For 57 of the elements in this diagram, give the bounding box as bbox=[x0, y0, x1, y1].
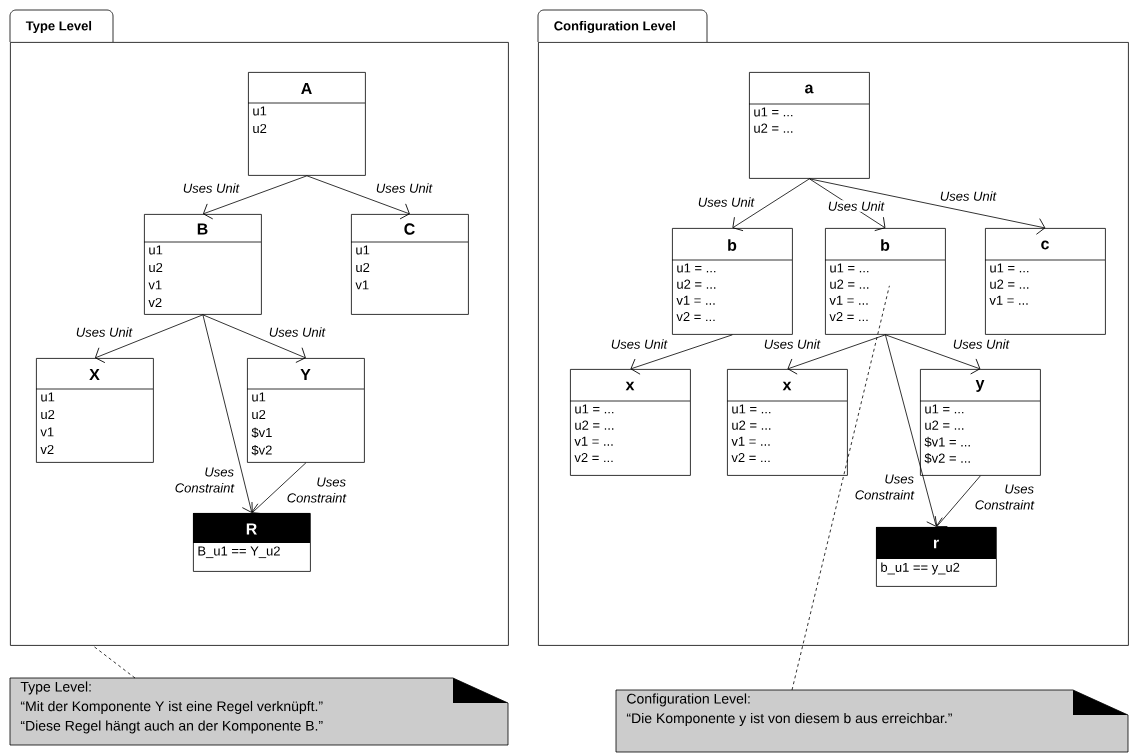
attribute-text: v2 = ... bbox=[829, 312, 868, 322]
arrow bbox=[809, 178, 1046, 235]
attribute-text: u2 = ... bbox=[732, 420, 771, 430]
leader-line bbox=[92, 645, 136, 679]
arrow bbox=[732, 178, 810, 232]
attribute-text: v1 = ... bbox=[731, 436, 770, 446]
frame-title: Type Level bbox=[25, 20, 92, 34]
edge-label: Uses Unit bbox=[762, 338, 822, 350]
class-name: x bbox=[625, 381, 635, 391]
attribute-text: u1 = ... bbox=[575, 404, 614, 414]
edge-label: Uses Constraint bbox=[855, 474, 915, 500]
attribute-text: v2 = ... bbox=[574, 453, 613, 463]
note-text: “Die Komponente y ist von diesem b aus erreichbar.” bbox=[626, 712, 952, 726]
note-text: Type Level: bbox=[20, 681, 91, 695]
attribute-text: $v2 = ... bbox=[924, 453, 970, 464]
attribute-text: u2 = ... bbox=[575, 420, 614, 430]
attribute-text: u1 = ... bbox=[754, 107, 793, 117]
attribute-text: v2 = ... bbox=[731, 453, 770, 463]
arrow bbox=[630, 334, 733, 375]
attribute-text: u1 = ... bbox=[830, 263, 869, 273]
attribute-text: u1 = ... bbox=[732, 404, 771, 414]
attribute-text: v1 = ... bbox=[989, 295, 1028, 305]
edge-label: Uses Unit bbox=[826, 200, 886, 212]
frame-title: Configuration Level bbox=[554, 20, 675, 34]
class-name: a bbox=[805, 84, 814, 94]
edge-label: Uses Constraint bbox=[975, 484, 1035, 510]
class-name: b bbox=[728, 239, 737, 251]
note-text: Configuration Level: bbox=[627, 693, 750, 707]
attribute-text: u1 = ... bbox=[990, 263, 1029, 273]
class-name: c bbox=[1041, 240, 1049, 250]
attribute-text: v1 = ... bbox=[829, 295, 868, 305]
class-name: b bbox=[881, 239, 890, 251]
arrow bbox=[787, 334, 886, 375]
class-name: x bbox=[782, 381, 792, 391]
attribute-text: u2 = ... bbox=[990, 279, 1029, 289]
attribute-text: u1 = ... bbox=[677, 263, 716, 273]
note-text: “Mit der Komponente Y ist eine Regel verknüpft.” bbox=[20, 700, 323, 714]
class-name: r bbox=[933, 539, 939, 549]
arrow bbox=[934, 475, 981, 527]
edge-label: Uses Unit bbox=[696, 196, 756, 208]
attribute-text: u2 = ... bbox=[925, 420, 964, 430]
arrow bbox=[885, 334, 943, 527]
attribute-text: v1 = ... bbox=[574, 436, 613, 446]
attribute-text: u1 = ... bbox=[925, 404, 964, 414]
attribute-text: b_u1 == y_u2 bbox=[881, 562, 960, 575]
attribute-text: u2 = ... bbox=[754, 123, 793, 133]
note-text: “Diese Regel hängt auch an der Komponente B.” bbox=[20, 720, 323, 734]
attribute-text: v2 = ... bbox=[676, 312, 715, 322]
edge-label: Uses Unit bbox=[951, 338, 1011, 350]
attribute-text: u2 = ... bbox=[677, 279, 716, 289]
class-name: y bbox=[975, 380, 985, 392]
edge-label: Uses Unit bbox=[609, 338, 669, 350]
attribute-text: u2 = ... bbox=[830, 279, 869, 289]
attribute-text: v1 = ... bbox=[676, 295, 715, 305]
edge-label: Uses Unit bbox=[938, 190, 998, 202]
attribute-text: $v1 = ... bbox=[924, 436, 970, 448]
arrow bbox=[885, 334, 981, 375]
